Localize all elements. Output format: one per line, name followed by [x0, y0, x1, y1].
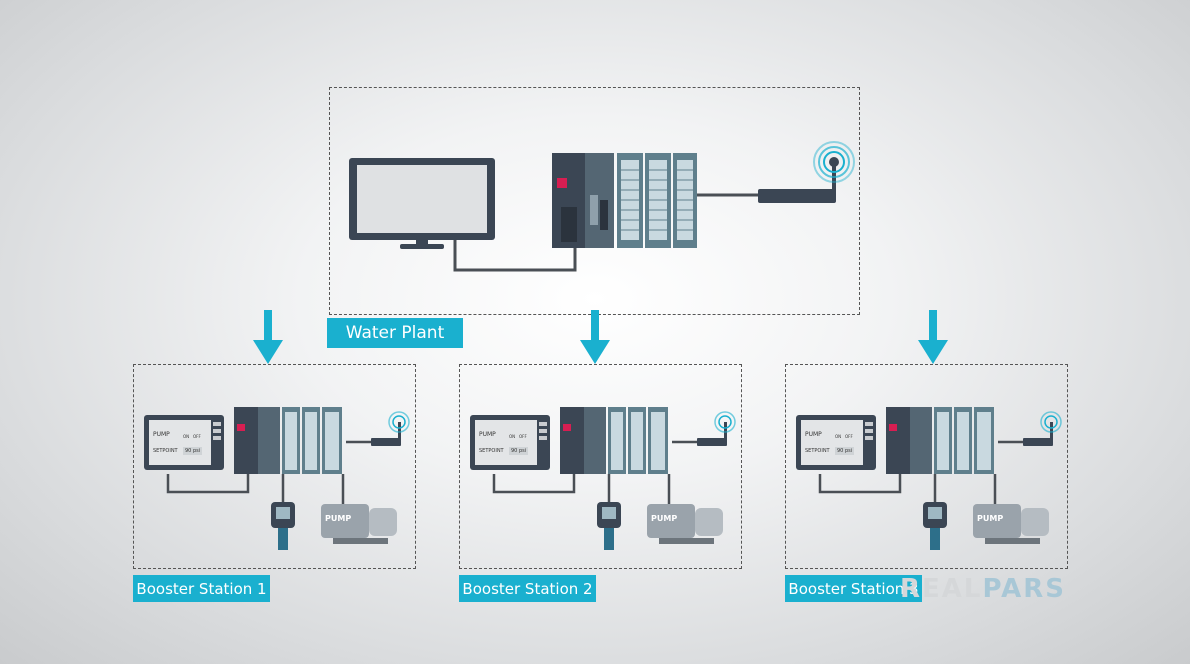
pressure-transmitter-icon	[597, 502, 621, 550]
realpars-logo: REALPARS	[900, 574, 1066, 604]
booster-station-2-label: Booster Station 2	[459, 575, 596, 602]
plc-icon	[560, 407, 668, 474]
plc-icon	[886, 407, 994, 474]
wireless-router-icon	[1023, 411, 1062, 446]
hmi-setpoint-value: 90 psi	[183, 447, 203, 455]
hmi-setpoint-value: 90 psi	[835, 447, 855, 455]
hmi-setpoint-label: SETPOINT	[153, 448, 178, 454]
booster-station-3: PUMP ON OFF SETPOINT 90 psi PUMP	[785, 364, 1068, 569]
hmi-off-label: OFF	[193, 434, 201, 439]
hmi-on-label: ON	[509, 434, 516, 439]
logo-pars: PARS	[982, 574, 1067, 604]
water-plant-label: Water Plant	[327, 318, 463, 348]
hmi-pump-label: PUMP	[805, 431, 822, 438]
hmi-off-label: OFF	[845, 434, 853, 439]
pump-label: PUMP	[651, 514, 678, 523]
hmi-setpoint-label: SETPOINT	[805, 448, 830, 454]
booster-station-1: PUMP ON OFF SETPOINT 90 psi PUMP	[133, 364, 416, 569]
pressure-transmitter-icon	[271, 502, 295, 550]
hmi-on-label: ON	[183, 434, 190, 439]
hmi-setpoint-label: SETPOINT	[479, 448, 504, 454]
pump-motor-icon	[647, 504, 723, 544]
wireless-router-icon	[758, 141, 855, 203]
pump-label: PUMP	[325, 514, 352, 523]
booster-station-1-panel	[133, 364, 416, 569]
booster-station-3-panel	[785, 364, 1068, 569]
pump-motor-icon	[321, 504, 397, 544]
pump-motor-icon	[973, 504, 1049, 544]
monitor-icon	[349, 158, 495, 249]
booster-station-2-panel	[459, 364, 742, 569]
hmi-panel-icon	[470, 415, 550, 470]
hmi-panel-icon	[144, 415, 224, 470]
wireless-router-icon	[371, 411, 410, 446]
hmi-setpoint-value: 90 psi	[509, 447, 529, 455]
hmi-pump-label: PUMP	[479, 431, 496, 438]
hmi-off-label: OFF	[519, 434, 527, 439]
pump-label: PUMP	[977, 514, 1004, 523]
hmi-pump-label: PUMP	[153, 431, 170, 438]
booster-station-3-label: Booster Station 3	[785, 575, 922, 602]
down-arrow-icon	[580, 310, 610, 364]
booster-station-1-label: Booster Station 1	[133, 575, 270, 602]
down-arrow-icon	[253, 310, 283, 364]
hmi-panel-icon	[796, 415, 876, 470]
wireless-router-icon	[697, 411, 736, 446]
pressure-transmitter-icon	[923, 502, 947, 550]
booster-station-2: PUMP ON OFF SETPOINT 90 psi PUMP	[459, 364, 742, 569]
hmi-on-label: ON	[835, 434, 842, 439]
down-arrow-icon	[918, 310, 948, 364]
logo-real: REAL	[900, 574, 983, 604]
plc-icon	[234, 407, 342, 474]
plc-icon	[552, 153, 697, 248]
